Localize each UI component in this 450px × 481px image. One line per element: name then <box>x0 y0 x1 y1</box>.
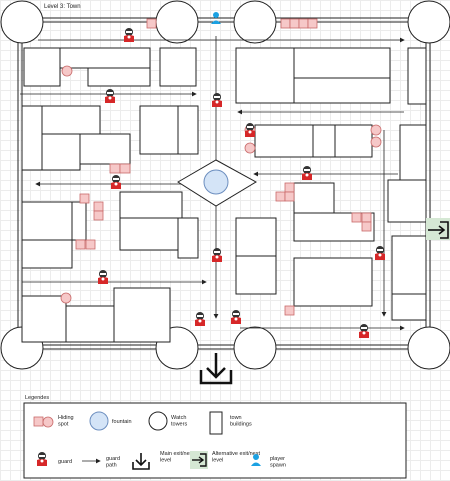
alternative-exit-icon <box>426 218 450 240</box>
watch-tower <box>233 326 277 370</box>
legend-player-spawn-icon <box>251 454 261 466</box>
legend-main-exit-icon <box>132 453 150 470</box>
town-buildings <box>21 47 427 343</box>
watch-tower <box>0 0 44 44</box>
legend-hiding-spot-icon <box>33 416 54 428</box>
legend-fountain-icon <box>89 411 109 431</box>
watch-tower <box>407 0 450 44</box>
main-exit-icon <box>199 353 233 385</box>
legend-fountain-label: fountain <box>112 419 132 425</box>
fountain <box>203 169 229 195</box>
watch-tower <box>407 326 450 370</box>
legend-guard-label: guard <box>58 459 72 465</box>
watch-towers <box>0 0 450 370</box>
legend-building-icon <box>209 411 223 435</box>
watch-tower <box>155 0 199 44</box>
legend-alternative-exit-icon <box>190 451 208 469</box>
legend-title: Legendes <box>25 395 49 401</box>
map-title: Level 3: Town <box>44 4 81 10</box>
fountain-plaza <box>177 159 258 207</box>
watch-tower <box>233 0 277 44</box>
player-spawn-icon <box>211 12 221 24</box>
legend-watch-tower-icon <box>148 411 168 431</box>
